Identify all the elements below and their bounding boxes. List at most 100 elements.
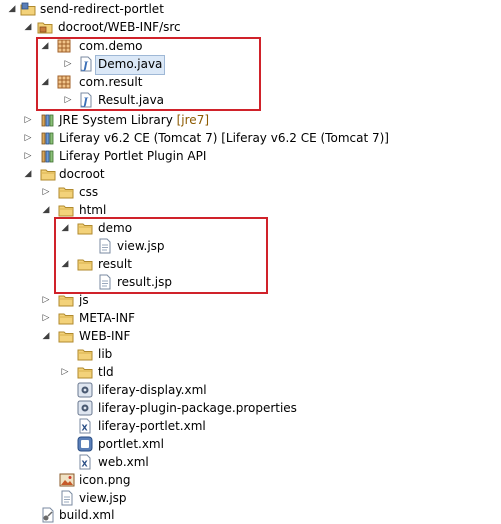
package-demo-label: com.demo — [79, 39, 143, 53]
tree-row-demo-view-jsp[interactable]: view.jsp — [0, 237, 400, 255]
root-view-jsp-label: view.jsp — [79, 491, 127, 505]
source-folder-icon — [37, 19, 53, 35]
collapsed-twisty-icon[interactable]: ▷ — [42, 313, 50, 323]
tree-row-portlet-xml[interactable]: portlet.xml — [0, 435, 400, 453]
expanded-twisty-icon[interactable]: ◢ — [42, 205, 50, 215]
project-icon — [20, 1, 36, 17]
tree-row-src-folder[interactable]: ◢ docroot/WEB-INF/src — [0, 18, 400, 36]
collapsed-twisty-icon[interactable]: ▷ — [24, 115, 32, 125]
result-jsp-label: result.jsp — [117, 275, 172, 289]
tree-row-liferay-display[interactable]: liferay-display.xml — [0, 381, 400, 399]
collapsed-twisty-icon[interactable]: ▷ — [42, 187, 50, 197]
portlet-file-icon — [77, 436, 93, 452]
expanded-twisty-icon[interactable]: ◢ — [42, 331, 50, 341]
folder-icon — [58, 310, 74, 326]
web-xml-label: web.xml — [98, 455, 149, 469]
tree-row-root-view-jsp[interactable]: view.jsp — [0, 489, 400, 507]
expanded-twisty-icon[interactable]: ◢ — [24, 169, 32, 179]
tree-row-meta-inf[interactable]: ▷ META-INF — [0, 309, 400, 327]
expanded-twisty-icon[interactable]: ◢ — [61, 259, 69, 269]
xml-file-icon — [77, 418, 93, 434]
result-folder-label: result — [98, 257, 132, 271]
tree-row-demo-folder[interactable]: ◢ demo — [0, 219, 400, 237]
tree-row-plugin-properties[interactable]: liferay-plugin-package.properties — [0, 399, 400, 417]
tree-row-package-result[interactable]: ◢ com.result — [0, 73, 400, 91]
plugin-properties-label: liferay-plugin-package.properties — [98, 401, 297, 415]
demo-folder-label: demo — [98, 221, 133, 235]
folder-icon — [58, 184, 74, 200]
collapsed-twisty-icon[interactable]: ▷ — [61, 367, 69, 377]
liferay-runtime-label: Liferay v6.2 CE (Tomcat 7) [Liferay v6.2… — [59, 131, 389, 145]
tree-row-result-java[interactable]: ▷ Result.java — [0, 91, 400, 109]
css-label: css — [79, 185, 99, 199]
build-file-icon — [40, 507, 56, 523]
highlight-box-packages — [36, 37, 261, 111]
docroot-label: docroot — [59, 167, 105, 181]
folder-icon — [58, 202, 74, 218]
plugin-api-label: Liferay Portlet Plugin API — [59, 149, 207, 163]
html-label: html — [79, 203, 107, 217]
image-file-icon — [59, 472, 75, 488]
tree-row-icon-png[interactable]: icon.png — [0, 471, 400, 489]
tree-row-docroot[interactable]: ◢ docroot — [0, 165, 400, 183]
folder-icon — [58, 292, 74, 308]
library-icon — [40, 112, 56, 128]
jre-library-label: JRE System Library — [59, 113, 173, 127]
gear-file-icon — [77, 382, 93, 398]
collapsed-twisty-icon[interactable]: ▷ — [64, 59, 72, 69]
liferay-portlet-xml-label: liferay-portlet.xml — [98, 419, 206, 433]
meta-inf-label: META-INF — [79, 311, 136, 325]
expanded-twisty-icon[interactable]: ◢ — [41, 41, 49, 51]
collapsed-twisty-icon[interactable]: ▷ — [64, 95, 72, 105]
tree-row-jre-library[interactable]: ▷ JRE System Library [jre7] — [0, 111, 400, 129]
lib-label: lib — [98, 347, 113, 361]
tree-row-css[interactable]: ▷ css — [0, 183, 400, 201]
highlight-box-html-folders — [54, 217, 268, 294]
tree-row-result-folder[interactable]: ◢ result — [0, 255, 400, 273]
tree-row-web-xml[interactable]: web.xml — [0, 453, 400, 471]
tree-row-liferay-runtime[interactable]: ▷ Liferay v6.2 CE (Tomcat 7) [Liferay v6… — [0, 129, 400, 147]
expanded-twisty-icon[interactable]: ◢ — [8, 4, 16, 14]
expanded-twisty-icon[interactable]: ◢ — [61, 223, 69, 233]
folder-icon — [77, 346, 93, 362]
collapsed-twisty-icon[interactable]: ▷ — [24, 133, 32, 143]
expanded-twisty-icon[interactable]: ◢ — [41, 77, 49, 87]
tree-row-plugin-api[interactable]: ▷ Liferay Portlet Plugin API — [0, 147, 400, 165]
folder-icon — [58, 328, 74, 344]
jre-library-label-group: JRE System Library [jre7] — [59, 111, 209, 129]
library-icon — [40, 148, 56, 164]
demo-java-label: Demo.java — [95, 55, 166, 75]
file-icon — [59, 490, 75, 506]
icon-png-label: icon.png — [79, 473, 131, 487]
tree-row-lib[interactable]: lib — [0, 345, 400, 363]
tree-row-result-jsp[interactable]: result.jsp — [0, 273, 400, 291]
tree-row-tld[interactable]: ▷ tld — [0, 363, 400, 381]
xml-file-icon — [77, 454, 93, 470]
tld-label: tld — [98, 365, 114, 379]
demo-view-jsp-label: view.jsp — [117, 239, 165, 253]
package-result-label: com.result — [79, 75, 143, 89]
js-label: js — [79, 293, 89, 307]
tree-row-package-demo[interactable]: ◢ com.demo — [0, 37, 400, 55]
tree-row-js[interactable]: ▷ js — [0, 291, 400, 309]
src-folder-label: docroot/WEB-INF/src — [58, 20, 181, 34]
tree-row-html[interactable]: ◢ html — [0, 201, 400, 219]
library-icon — [40, 130, 56, 146]
collapsed-twisty-icon[interactable]: ▷ — [24, 151, 32, 161]
tree-row-build-xml[interactable]: build.xml — [0, 506, 400, 524]
tree-row-liferay-portlet-xml[interactable]: liferay-portlet.xml — [0, 417, 400, 435]
tree-row-web-inf[interactable]: ◢ WEB-INF — [0, 327, 400, 345]
collapsed-twisty-icon[interactable]: ▷ — [42, 295, 50, 305]
project-label: send-redirect-portlet — [40, 2, 164, 16]
jre-decoration: [jre7] — [176, 113, 210, 127]
gear-file-icon — [77, 400, 93, 416]
folder-icon — [40, 166, 56, 182]
folder-icon — [77, 364, 93, 380]
tree-row-project[interactable]: ◢ send-redirect-portlet — [0, 0, 400, 18]
tree-row-demo-java[interactable]: ▷ Demo.java — [0, 55, 400, 75]
web-inf-label: WEB-INF — [79, 329, 131, 343]
expanded-twisty-icon[interactable]: ◢ — [24, 22, 32, 32]
portlet-xml-label: portlet.xml — [98, 437, 164, 451]
liferay-display-label: liferay-display.xml — [98, 383, 207, 397]
